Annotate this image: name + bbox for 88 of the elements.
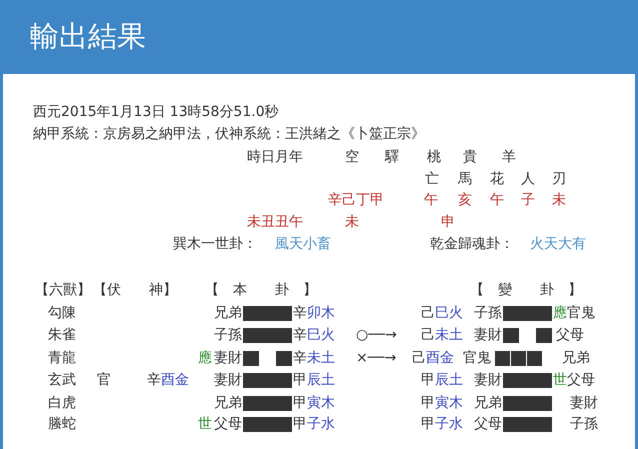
table-text: 父母 [567, 371, 595, 389]
table-text: 寅木 [307, 394, 335, 412]
table-text: 子孫 [474, 304, 502, 322]
hexagram-name: 風天小畜 [275, 235, 331, 253]
branch-text: 午 [490, 191, 504, 209]
page-title: 輸出結果 [30, 18, 146, 55]
table-text: 兄弟 [214, 304, 242, 322]
branch-text: 申 [441, 213, 455, 231]
table-text: 兄弟 [562, 349, 590, 367]
table-text: 甲 [421, 415, 435, 433]
hexagram-label: 乾金歸魂卦： [430, 235, 514, 253]
branch-text: 未丑丑午 [247, 213, 303, 231]
table-text: 卯木 [307, 304, 335, 322]
table-text: 甲 [421, 371, 435, 389]
table-text: 子孫 [570, 415, 598, 433]
column-header: 【 本 卦 】 [205, 281, 317, 299]
table-text: 寅木 [435, 394, 463, 412]
table-text: 甲 [421, 394, 435, 412]
table-text: 妻財 [474, 371, 502, 389]
branch-text: 子 [521, 191, 535, 209]
table-text: 父母 [474, 415, 502, 433]
column-header: 羊 [502, 148, 516, 166]
table-text: 螣蛇 [48, 415, 76, 433]
column-header: 時日月年 [247, 148, 303, 166]
table-text: 兄弟 [474, 394, 502, 412]
table-text: 玄武 [48, 371, 76, 389]
table-text: 子水 [435, 415, 463, 433]
column-header: 花 [490, 170, 504, 188]
column-header: 馬 [458, 170, 472, 188]
system-note: 納甲系統：京房易之納甲法，伏神系統：王洪緒之《卜筮正宗》 [33, 125, 425, 143]
table-text: 辛 [293, 304, 307, 322]
table-text: 父母 [214, 415, 242, 433]
table-text: 己 [412, 349, 426, 367]
date-text: 西元2015年1月13日 13時58分51.0秒 [33, 103, 279, 121]
column-header: 人 [521, 170, 535, 188]
table-text: 己 [421, 326, 435, 344]
hexagram-name: 火天大有 [530, 235, 586, 253]
change-arrow: ×──→ [356, 349, 396, 367]
marker-text: 世 [198, 415, 212, 433]
table-text: 甲 [293, 371, 307, 389]
table-text: 巳火 [307, 326, 335, 344]
table-text: 勾陳 [48, 304, 76, 322]
branch-text: 未 [552, 191, 566, 209]
table-text: 兄弟 [214, 394, 242, 412]
table-text: 辛 [293, 349, 307, 367]
column-header: 【六獸】 [35, 281, 91, 299]
table-text: 辛 [147, 371, 161, 389]
table-text: 青龍 [48, 349, 76, 367]
column-header: 【 變 卦 】 [470, 281, 582, 299]
table-text: 巳火 [435, 304, 463, 322]
table-text: 妻財 [214, 349, 242, 367]
table-text: 白虎 [48, 394, 76, 412]
table-text: 未土 [307, 349, 335, 367]
marker-text: 世 [553, 371, 567, 389]
branch-text: 午 [424, 191, 438, 209]
stem-text: 辛己丁甲 [328, 191, 384, 209]
table-text: 己 [421, 304, 435, 322]
branch-text: 未 [345, 213, 359, 231]
column-header: 桃 [427, 148, 441, 166]
change-arrow: ○──→ [356, 326, 397, 344]
table-text: 官鬼 [463, 349, 491, 367]
marker-text: 應 [198, 349, 212, 367]
table-text: 官鬼 [567, 304, 595, 322]
table-text: 甲 [293, 394, 307, 412]
table-text: 子水 [307, 415, 335, 433]
table-text: 辛 [293, 326, 307, 344]
table-text: 子孫 [214, 326, 242, 344]
table-text: 辰土 [435, 371, 463, 389]
branch-text: 亥 [458, 191, 472, 209]
column-header: 空 [345, 148, 359, 166]
table-text: 未土 [435, 326, 463, 344]
column-header: 亡 [425, 170, 439, 188]
table-text: 父母 [556, 326, 584, 344]
column-header: 刃 [552, 170, 566, 188]
column-header: 貴 [463, 148, 477, 166]
column-header: 驛 [385, 148, 399, 166]
table-text: 妻財 [214, 371, 242, 389]
hexagram-label: 巽木一世卦： [173, 235, 257, 253]
table-text: 辰土 [307, 371, 335, 389]
table-text: 甲 [293, 415, 307, 433]
table-text: 酉金 [426, 349, 454, 367]
marker-text: 應 [553, 304, 567, 322]
table-text: 妻財 [570, 394, 598, 412]
column-header: 【伏 神】 [93, 281, 177, 299]
table-text: 朱雀 [48, 326, 76, 344]
table-text: 酉金 [161, 371, 189, 389]
table-text: 妻財 [474, 326, 502, 344]
table-text: 官 [97, 371, 111, 389]
